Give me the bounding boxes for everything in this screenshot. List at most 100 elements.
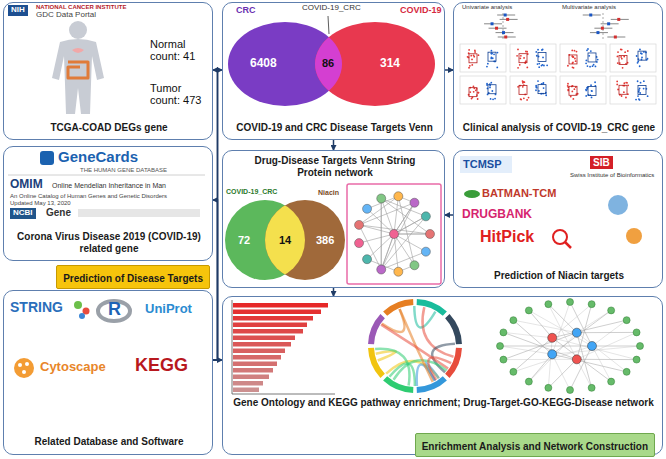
box (588, 53, 596, 62)
box (519, 85, 527, 94)
bar (233, 310, 321, 315)
data-dot (473, 91, 475, 93)
data-dot (597, 59, 599, 61)
data-dot (623, 91, 625, 93)
data-dot (491, 53, 493, 55)
data-dot (624, 51, 626, 53)
venn-diagram (315, 22, 435, 106)
data-dot (586, 49, 588, 51)
data-dot (627, 50, 629, 52)
network-node (421, 247, 430, 256)
ci-line (607, 37, 625, 38)
data-dot (491, 56, 493, 58)
ci-line (590, 32, 608, 33)
data-dot (473, 85, 475, 87)
network-edge (381, 198, 394, 234)
data-dot (536, 87, 538, 89)
chord-arc (417, 302, 445, 314)
network-node (637, 343, 644, 350)
data-dot (617, 51, 619, 53)
data-dot (567, 65, 569, 67)
data-dot (638, 89, 640, 91)
data-dot (637, 80, 639, 82)
logo-text: BATMAN-TCM (482, 187, 556, 199)
network-node (588, 301, 595, 308)
network-edge (394, 234, 426, 252)
bar (233, 316, 313, 321)
logo-text: TCMSP (463, 158, 502, 170)
network-edge (529, 310, 592, 346)
data-dot (621, 95, 623, 97)
network-node (525, 307, 532, 314)
data-dot (538, 66, 540, 68)
data-dot (638, 98, 640, 100)
logo-text: NCBI (10, 208, 36, 219)
venn-diagram (225, 184, 441, 284)
data-dot (486, 66, 488, 68)
data-dot (620, 49, 622, 51)
network-node (548, 333, 557, 342)
software-logos (98, 301, 130, 321)
data-dot (523, 57, 525, 59)
network-node (623, 368, 630, 375)
data-dot (542, 56, 544, 58)
effect-marker (601, 27, 604, 30)
bar (233, 375, 269, 380)
data-dot (641, 53, 643, 55)
data-dot (490, 53, 492, 55)
network-node (500, 329, 507, 336)
human-body-figure (52, 39, 104, 114)
panel-caption: Clinical analysis of COVID-19_CRC gene (458, 122, 660, 134)
chord-link (400, 309, 433, 382)
data-dot (541, 65, 543, 67)
network-node (500, 356, 507, 363)
data-dot (623, 82, 625, 84)
data-dot (523, 97, 525, 99)
network-edge (394, 203, 414, 234)
logo-text: Normal count: 41 (150, 38, 208, 62)
logo-text: STRING (10, 300, 63, 315)
box (538, 85, 546, 94)
logo-text: 314 (380, 57, 400, 70)
data-dot (571, 91, 573, 93)
data-dot (535, 51, 537, 53)
network-node (548, 350, 557, 359)
data-dot (536, 55, 538, 57)
logo-text: GDC Data Portal (36, 11, 96, 20)
data-dot (639, 49, 641, 51)
network-node (608, 378, 615, 385)
data-dot (469, 65, 471, 67)
panel-box: TCGA-COAD DEGs gene (3, 2, 213, 140)
effect-marker (495, 27, 498, 30)
data-dot (526, 51, 528, 53)
effect-marker (607, 22, 610, 25)
connector-arrow (445, 214, 453, 216)
bar (233, 303, 328, 308)
network-node (355, 220, 364, 229)
data-dot (526, 99, 528, 101)
network-edge (577, 310, 611, 332)
box (638, 51, 646, 60)
network-edge (548, 359, 576, 388)
data-dot (639, 99, 641, 101)
data-dot (616, 81, 618, 83)
connector-arrow (333, 288, 335, 296)
ci-line (601, 23, 619, 24)
logo-text: KEGG (135, 356, 188, 376)
network-node (363, 255, 372, 264)
network-edge (570, 302, 592, 346)
data-dot (470, 55, 472, 57)
data-dot (639, 65, 641, 67)
data-dot (523, 81, 525, 83)
network-node (390, 230, 399, 239)
human-body-figure (68, 62, 88, 78)
data-dot (585, 90, 587, 92)
data-dot (574, 50, 576, 52)
software-logos (74, 301, 82, 309)
box (638, 85, 646, 94)
panel-caption: Related Database and Software (8, 436, 210, 448)
venn-diagram (228, 16, 435, 106)
network-node (633, 356, 640, 363)
ci-line (498, 37, 516, 38)
data-dot (585, 62, 587, 64)
